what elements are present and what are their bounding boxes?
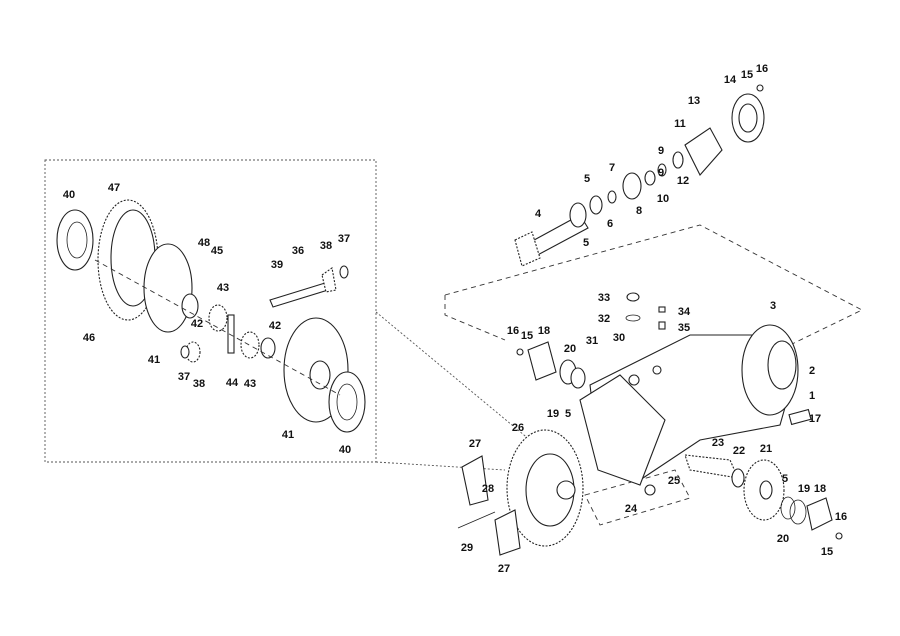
callout: 5 <box>584 173 590 185</box>
callout: 36 <box>292 245 304 257</box>
callout: 41 <box>282 429 294 441</box>
callout: 13 <box>688 95 700 107</box>
callout: 15 <box>521 330 533 342</box>
callout: 37 <box>338 233 350 245</box>
callout: 5 <box>565 408 571 420</box>
callout: 18 <box>538 325 550 337</box>
housing-group-outline <box>444 224 863 346</box>
callout: 12 <box>677 175 689 187</box>
callout: 7 <box>609 162 615 174</box>
callout: 3 <box>770 300 776 312</box>
callout: 27 <box>469 438 481 450</box>
callout: 18 <box>814 483 826 495</box>
ring-gear-group <box>457 429 584 556</box>
callouts-differential: 40 47 48 45 36 38 37 39 43 42 42 46 41 3… <box>63 182 351 456</box>
callout: 43 <box>244 378 256 390</box>
callout: 19 <box>798 483 810 495</box>
callout: 9 <box>658 167 664 179</box>
callout: 20 <box>564 343 576 355</box>
callout: 34 <box>678 306 691 318</box>
callout: 24 <box>625 503 638 515</box>
callout: 17 <box>809 413 821 425</box>
pinion-shaft-group <box>514 84 765 267</box>
callout: 2 <box>809 365 815 377</box>
callout: 20 <box>777 533 789 545</box>
callout: 8 <box>636 205 642 217</box>
callout: 4 <box>535 208 542 220</box>
callout: 40 <box>63 189 75 201</box>
callout: 10 <box>657 193 669 205</box>
callout: 35 <box>678 322 690 334</box>
callout: 41 <box>148 354 160 366</box>
callout: 38 <box>193 378 205 390</box>
callout: 11 <box>674 118 686 130</box>
callout: 44 <box>226 377 239 389</box>
callout: 6 <box>607 218 613 230</box>
callout: 42 <box>269 320 281 332</box>
callout: 33 <box>598 292 610 304</box>
callout: 32 <box>598 313 610 325</box>
callout: 1 <box>809 390 815 402</box>
callout: 25 <box>668 475 680 487</box>
callouts-top: 4 5 5 6 7 8 9 9 10 11 12 13 14 15 16 <box>535 63 768 249</box>
callout: 16 <box>507 325 519 337</box>
callout: 28 <box>482 483 494 495</box>
callout: 38 <box>320 240 332 252</box>
callout: 19 <box>547 408 559 420</box>
callout: 22 <box>733 445 745 457</box>
callouts-housing: 33 32 34 35 3 16 15 18 20 31 30 2 1 17 1… <box>461 292 847 575</box>
callout: 5 <box>583 237 589 249</box>
differential-detail-box <box>44 159 377 463</box>
differential-parts <box>56 199 366 433</box>
callout: 26 <box>512 422 524 434</box>
callout: 16 <box>756 63 768 75</box>
callout: 15 <box>741 69 753 81</box>
callout: 5 <box>782 473 788 485</box>
callout: 43 <box>217 282 229 294</box>
callout: 48 <box>198 237 210 249</box>
callout: 9 <box>658 145 664 157</box>
callout: 21 <box>760 443 772 455</box>
callout: 23 <box>712 437 724 449</box>
callout: 14 <box>724 74 737 86</box>
callout: 42 <box>191 318 203 330</box>
callout: 37 <box>178 371 190 383</box>
detail-leader-lines <box>375 311 531 471</box>
callout: 40 <box>339 444 351 456</box>
callout: 45 <box>211 245 223 257</box>
callout: 16 <box>835 511 847 523</box>
callout: 30 <box>613 332 625 344</box>
callout: 15 <box>821 546 833 558</box>
axle-housing <box>516 292 812 496</box>
callout: 31 <box>586 335 598 347</box>
callout: 46 <box>83 332 95 344</box>
callout: 27 <box>498 563 510 575</box>
callout: 47 <box>108 182 120 194</box>
callout: 29 <box>461 542 473 554</box>
output-shaft-group <box>684 454 843 540</box>
callout: 39 <box>271 259 283 271</box>
